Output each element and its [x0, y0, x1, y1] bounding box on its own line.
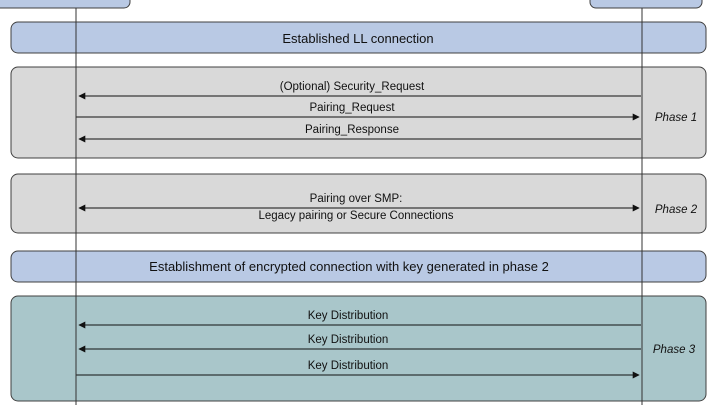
message-pairing-smp-line1: Pairing over SMP: [310, 193, 403, 205]
responder-actor-box [589, 0, 703, 9]
message-key-distribution-2-label: Key Distribution [308, 334, 389, 346]
encryption-banner-text: Establishment of encrypted connection wi… [149, 259, 549, 274]
phase-1-label: Phase 1 [655, 112, 697, 124]
phase-3-label: Phase 3 [653, 344, 696, 356]
message-key-distribution-1-label: Key Distribution [308, 310, 389, 322]
message-key-distribution-3-label: Key Distribution [308, 360, 389, 372]
message-security-request-label: (Optional) Security_Request [280, 81, 425, 93]
message-pairing-request-label: Pairing_Request [309, 102, 395, 114]
initiator-actor-box [0, 0, 131, 9]
connection-banner-text: Established LL connection [282, 31, 433, 46]
message-pairing-response-label: Pairing_Response [305, 124, 399, 136]
phase-2-label: Phase 2 [655, 204, 698, 216]
phase-1-box [10, 66, 707, 159]
encryption-banner [10, 250, 707, 283]
connection-banner [10, 21, 707, 54]
phase-2-box [10, 173, 707, 234]
message-pairing-smp-line2: Legacy pairing or Secure Connections [259, 210, 454, 222]
